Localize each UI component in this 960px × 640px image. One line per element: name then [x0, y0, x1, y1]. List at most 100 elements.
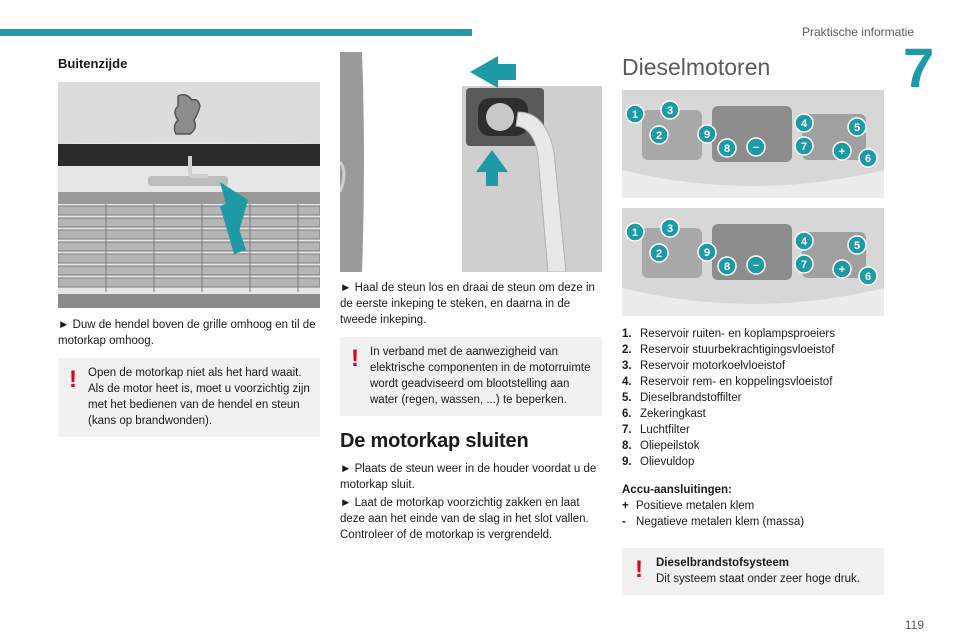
- figure-grille-lever: [58, 82, 320, 308]
- engine-marker-label: 2: [656, 248, 662, 260]
- part-label: Reservoir motorkoelvloeistof: [640, 360, 786, 372]
- engine-marker-badge: 9: [697, 242, 717, 262]
- warning-exclamation-icon: !: [351, 345, 359, 372]
- engine-marker-label: 1: [632, 109, 638, 121]
- part-number: 3.: [622, 360, 632, 372]
- engine-marker-label: 9: [704, 129, 710, 141]
- warning-title-diesel: Dieselbrandstofsysteem: [656, 557, 789, 569]
- step-lower-hood: ► Laat de motorkap voorzichtig zakken en…: [340, 497, 589, 541]
- step-open-hood: ► Duw de hendel boven de grille omhoog e…: [58, 319, 316, 347]
- column-exterior: Buitenzijde: [58, 56, 320, 437]
- engine-marker-label: 3: [667, 105, 673, 117]
- engine-marker-label: +: [839, 146, 845, 158]
- engine-marker-badge: 7: [794, 254, 814, 274]
- part-number: 7.: [622, 424, 632, 436]
- part-label: Luchtfilter: [640, 424, 690, 436]
- arrow-left-icon: [470, 56, 516, 88]
- engine-bay-illustration-1: 1 2 3 4 5 6 7 8 9 − +: [622, 90, 884, 198]
- engine-marker-badge: +: [832, 141, 852, 161]
- part-number: 4.: [622, 376, 632, 388]
- battery-list-item: -Negatieve metalen klem (massa): [622, 514, 884, 530]
- engine-marker-label: 9: [704, 247, 710, 259]
- warning-exclamation-icon: !: [69, 366, 77, 393]
- battery-title: Accu-aansluitingen:: [622, 484, 732, 496]
- engine-marker-badge: 4: [794, 113, 814, 133]
- engine-marker-badge: 6: [858, 266, 878, 286]
- engine-marker-label: 7: [801, 259, 807, 271]
- lion-logo-icon: [173, 93, 201, 135]
- engine-marker-label: 2: [656, 130, 662, 142]
- engine-marker-badge: 9: [697, 124, 717, 144]
- figure-hood-support: [340, 52, 602, 272]
- battery-label: Negatieve metalen klem (massa): [636, 516, 805, 528]
- grille-illustration: [58, 82, 320, 308]
- engine-marker-label: −: [753, 142, 759, 154]
- engine-marker-badge: 6: [858, 148, 878, 168]
- parts-list-item: 6.Zekeringkast: [622, 406, 884, 422]
- part-number: 6.: [622, 408, 632, 420]
- parts-list-item: 5.Dieselbrandstoffilter: [622, 390, 884, 406]
- section-title: Praktische informatie: [801, 25, 914, 39]
- engine-marker-label: 1: [632, 227, 638, 239]
- parts-list-item: 3. Reservoir motorkoelvloeistof: [622, 358, 884, 374]
- engine-marker-badge: −: [746, 137, 766, 157]
- engine-marker-label: 6: [865, 153, 871, 165]
- hood-support-illustration: [340, 52, 602, 272]
- engine-marker-badge: 5: [847, 117, 867, 137]
- battery-sign: -: [622, 516, 626, 528]
- engine-marker-label: 8: [724, 261, 730, 273]
- engine-marker-badge: 4: [794, 231, 814, 251]
- column-support: ► Haal de steun los en draai de steun om…: [340, 52, 602, 545]
- step-replace-support: ► Plaats de steun weer in de houder voor…: [340, 463, 597, 491]
- arrow-up-icon: [220, 182, 248, 254]
- engine-marker-badge: 8: [717, 138, 737, 158]
- battery-label: Positieve metalen klem: [636, 500, 755, 512]
- parts-list-item: 8. Oliepeilstok: [622, 438, 884, 454]
- warning-text-water: In verband met de aanwezigheid van elekt…: [370, 346, 591, 406]
- engine-marker-badge: 2: [649, 125, 669, 145]
- engine-marker-label: 6: [865, 271, 871, 283]
- heading-exterior: Buitenzijde: [58, 56, 128, 71]
- battery-list: +Positieve metalen klem-Negatieve metale…: [622, 498, 884, 530]
- battery-list-item: + Positieve metalen klem: [622, 498, 884, 514]
- engine-marker-label: −: [753, 260, 759, 272]
- engine-marker-label: +: [839, 264, 845, 276]
- part-number: 9.: [622, 456, 632, 468]
- warning-text-wind: Open de motorkap niet als het hard waait…: [88, 367, 310, 427]
- parts-list-item: 4. Reservoir rem- en koppelingsvloeistof: [622, 374, 884, 390]
- part-number: 8.: [622, 440, 632, 452]
- column-diesel: Dieselmotoren 1 2 3 4 5 6 7 8 9 − + 1 2 3 4 5 6 7 8 9 − + 1.…: [622, 52, 884, 595]
- heading-diesel-engines: Dieselmotoren: [622, 54, 771, 80]
- part-label: Reservoir rem- en koppelingsvloeistof: [640, 376, 833, 388]
- engine-marker-badge: 1: [625, 104, 645, 124]
- engine-marker-label: 4: [801, 118, 808, 130]
- engine-marker-label: 7: [801, 141, 807, 153]
- engine-marker-label: 5: [854, 240, 860, 252]
- engine-marker-badge: 3: [660, 218, 680, 238]
- engine-marker-badge: +: [832, 259, 852, 279]
- header-accent-bar: [0, 29, 472, 36]
- part-label: Oliepeilstok: [640, 440, 700, 452]
- part-label: Olievuldop: [640, 456, 695, 468]
- warning-box-diesel: ! Dieselbrandstofsysteem Dit systeem sta…: [622, 548, 884, 595]
- chapter-number: 7: [903, 36, 935, 99]
- engine-marker-badge: 2: [649, 243, 669, 263]
- warning-text-diesel: Dit systeem staat onder zeer hoge druk.: [656, 573, 860, 585]
- part-number: 1.: [622, 328, 632, 340]
- engine-marker-badge: 5: [847, 235, 867, 255]
- battery-sign: +: [622, 500, 629, 512]
- engine-marker-label: 3: [667, 223, 673, 235]
- step-rotate-support: ► Haal de steun los en draai de steun om…: [340, 282, 595, 326]
- figure-engine-bay-2: 1 2 3 4 5 6 7 8 9 − +: [622, 208, 884, 316]
- warning-exclamation-icon: !: [635, 556, 643, 583]
- page-number: 119: [904, 618, 924, 632]
- engine-bay-illustration-2: 1 2 3 4 5 6 7 8 9 − +: [622, 208, 884, 316]
- engine-marker-label: 8: [724, 143, 730, 155]
- engine-marker-badge: 7: [794, 136, 814, 156]
- parts-list-item: 1.Reservoir ruiten- en koplampsproeiers: [622, 326, 884, 342]
- heading-close-hood: De motorkap sluiten: [340, 430, 529, 452]
- figure-engine-bay-1: 1 2 3 4 5 6 7 8 9 − +: [622, 90, 884, 198]
- part-number: 5.: [622, 392, 632, 404]
- engine-marker-badge: −: [746, 255, 766, 275]
